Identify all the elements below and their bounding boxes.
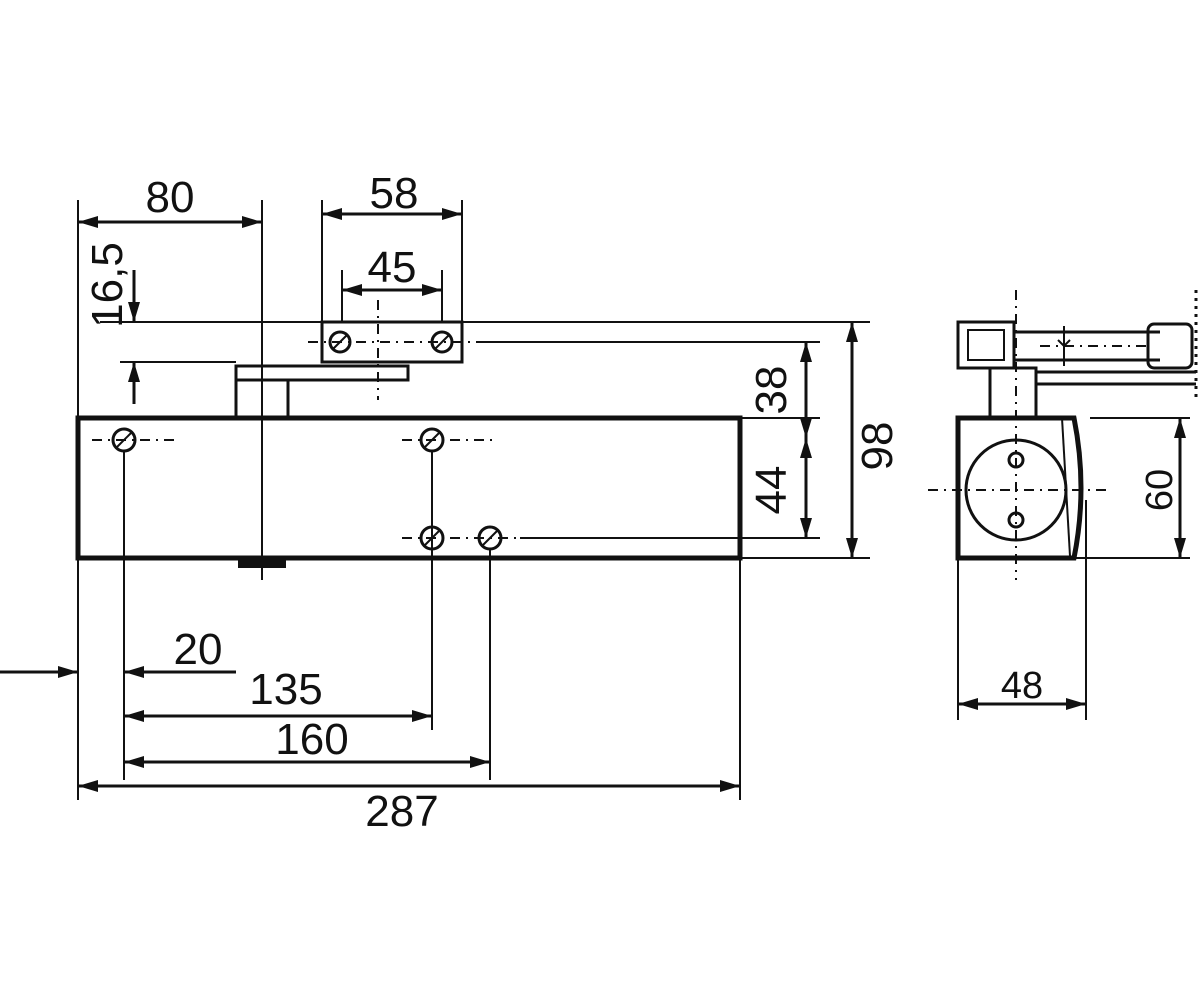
label-16-5: 16,5 <box>83 242 132 328</box>
side-view: 60 48 <box>928 290 1198 720</box>
label-160: 160 <box>275 715 348 764</box>
label-44: 44 <box>747 466 796 515</box>
label-38: 38 <box>747 366 796 415</box>
label-45: 45 <box>368 243 417 292</box>
label-135: 135 <box>249 665 322 714</box>
extension-lines <box>77 200 870 800</box>
label-287: 287 <box>365 787 438 836</box>
label-48: 48 <box>1001 665 1043 707</box>
label-60: 60 <box>1139 469 1181 511</box>
label-98: 98 <box>853 422 902 471</box>
side-arm <box>956 290 1198 420</box>
label-80: 80 <box>146 173 195 222</box>
label-20: 20 <box>174 625 223 674</box>
centerlines-front <box>92 300 820 539</box>
side-body <box>955 415 1084 561</box>
dimension-lines-front <box>0 208 858 792</box>
label-58: 58 <box>370 169 419 218</box>
front-view: 80 58 45 16,5 38 44 98 20 135 160 287 <box>0 169 902 836</box>
